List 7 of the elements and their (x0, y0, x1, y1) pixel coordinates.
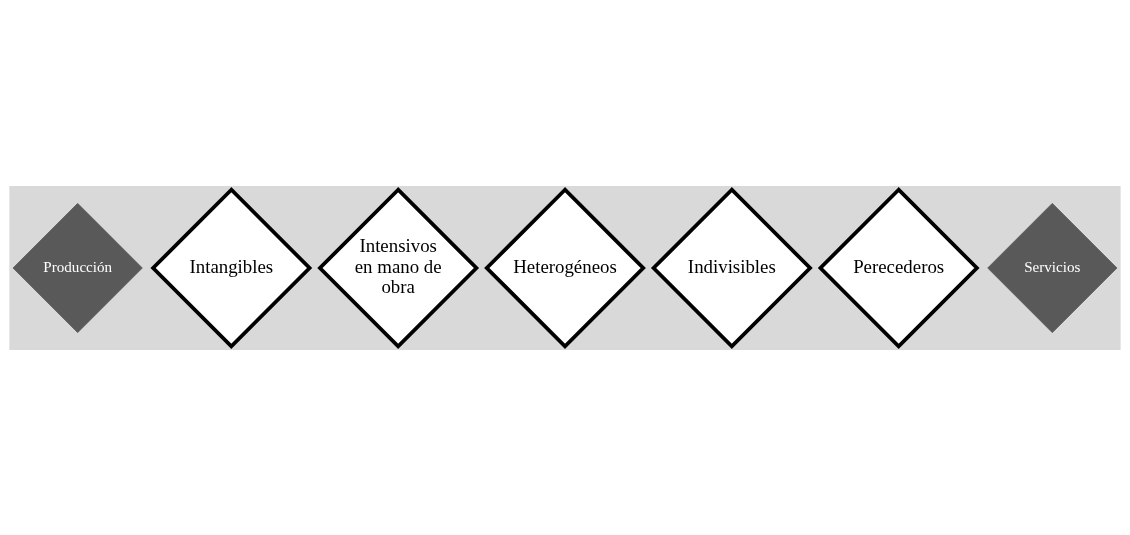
node-diamond: Producción (12, 202, 143, 333)
node-diamond: Heterogéneos (484, 186, 646, 349)
node-diamond: Servicios (987, 202, 1118, 333)
node-diamond: Perecederos (817, 186, 980, 349)
node-diamond: Intensivos en mano de obra (317, 186, 480, 349)
node-diamond: Intangibles (150, 186, 313, 349)
node-diamond: Indivisibles (650, 186, 813, 349)
